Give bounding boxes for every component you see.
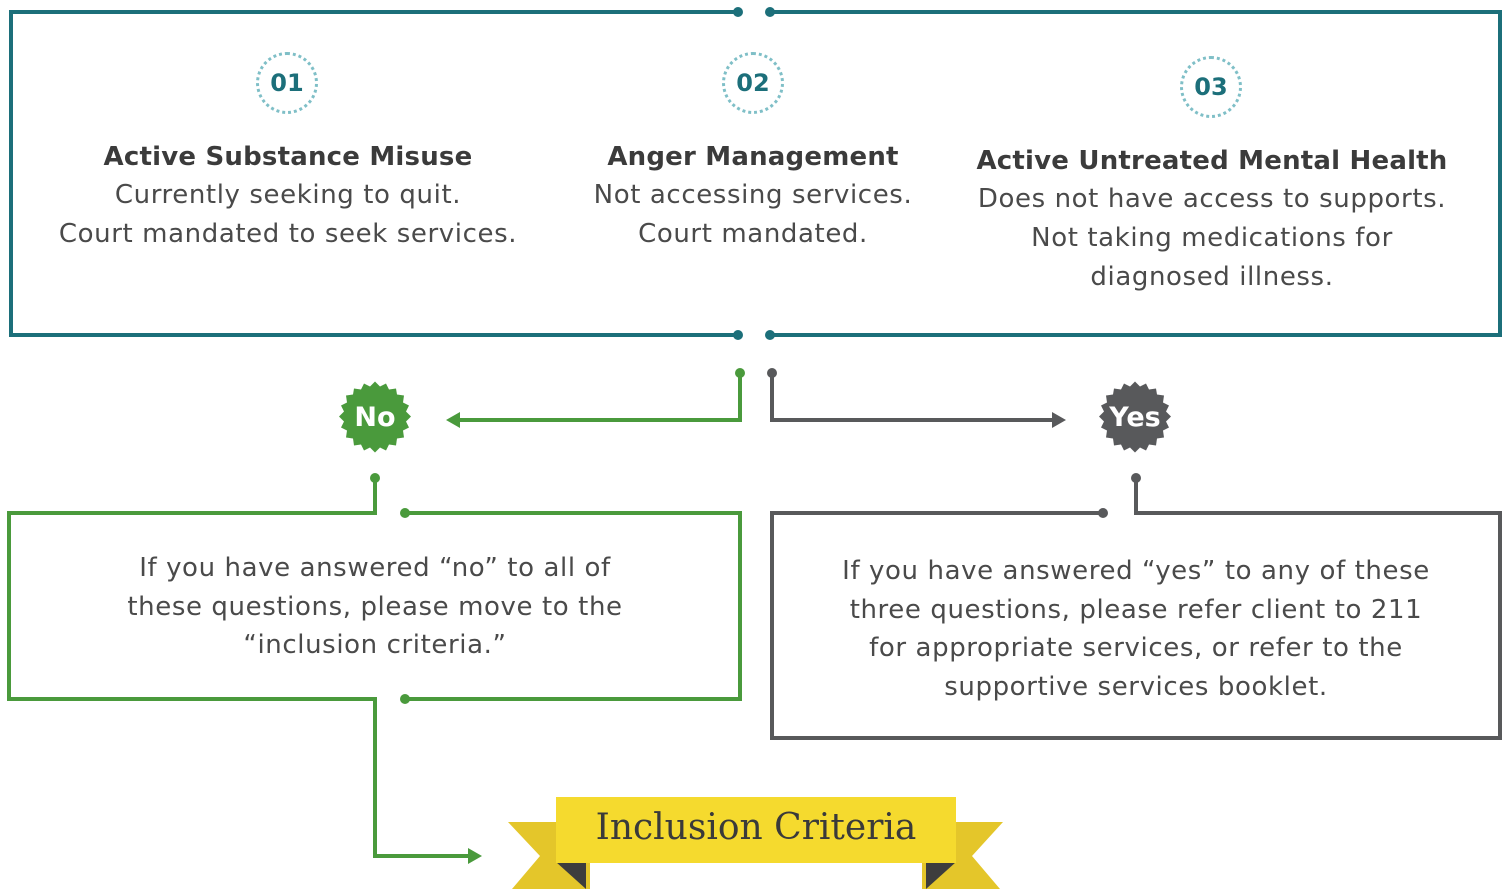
yes-seal: Yes (1098, 380, 1172, 454)
inclusion-criteria-banner[interactable]: Inclusion Criteria (595, 807, 917, 848)
no-message-line: these questions, please move to the (127, 591, 623, 622)
yes-message-line: If you have answered “yes” to any of the… (842, 556, 1430, 586)
criterion-detail-line: Not accessing services. (593, 180, 913, 210)
yes-arrow (767, 368, 1066, 428)
yes-message-frame (770, 478, 1502, 740)
criterion-substance-misuse: Active Substance Misuse Currently seekin… (30, 138, 546, 254)
criterion-detail-line: Court mandated to seek services. (58, 219, 518, 249)
criterion-title: Anger Management (607, 142, 899, 172)
no-seal: No (338, 380, 412, 454)
yes-label: Yes (1109, 401, 1161, 433)
step-01-number: 01 (262, 58, 312, 108)
no-message-line: If you have answered “no” to all of (139, 553, 611, 583)
criterion-detail-line: Does not have access to supports. (977, 184, 1447, 214)
no-label: No (354, 401, 396, 433)
questions-box-frame (9, 10, 1502, 337)
step-03-number: 03 (1186, 62, 1236, 112)
yes-seal-badge-icon (1099, 381, 1171, 453)
yes-message-line: three questions, please refer client to … (849, 594, 1423, 625)
criterion-anger-management: Anger Management Not accessing services.… (568, 138, 938, 254)
no-arrow (446, 368, 745, 428)
no-message-line: “inclusion criteria.” (243, 630, 507, 660)
no-message-frame (7, 478, 742, 858)
criterion-title: Active Substance Misuse (103, 142, 473, 172)
criterion-mental-health: Active Untreated Mental Health Does not … (958, 142, 1466, 297)
yes-message: If you have answered “yes” to any of the… (792, 552, 1480, 706)
criterion-detail-line: Currently seeking to quit. (114, 180, 462, 210)
inclusion-banner-ribbon (508, 797, 1003, 889)
step-01-badge: 01 (256, 52, 318, 114)
no-seal-badge-icon (339, 381, 411, 453)
yes-message-line: supportive services booklet. (944, 671, 1328, 702)
yes-message-line: for appropriate services, or refer to th… (869, 633, 1403, 663)
no-message: If you have answered “no” to all of thes… (30, 549, 720, 665)
to-inclusion-arrowhead (468, 848, 482, 864)
criterion-detail-line: diagnosed illness. (1090, 262, 1334, 292)
criterion-detail-line: Court mandated. (638, 219, 868, 249)
criterion-title: Active Untreated Mental Health (976, 146, 1448, 176)
step-03-badge: 03 (1180, 56, 1242, 118)
step-02-badge: 02 (722, 52, 784, 114)
criterion-detail-line: Not taking medications for (1031, 223, 1393, 253)
step-02-number: 02 (728, 58, 778, 108)
